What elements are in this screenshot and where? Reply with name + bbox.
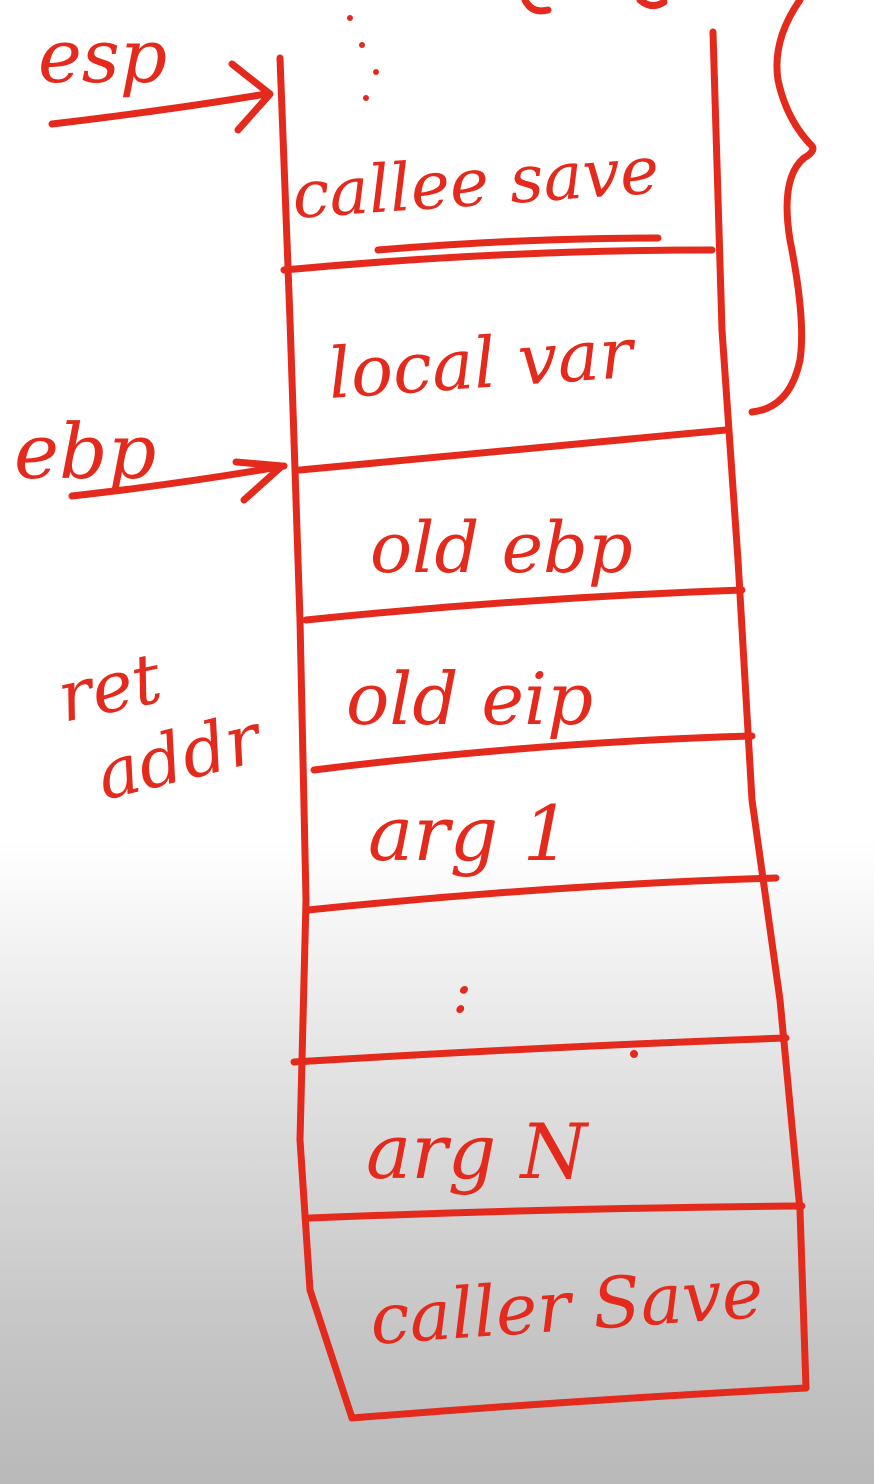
cell-arg-n: arg N <box>366 1107 589 1196</box>
cell-arg-1: arg 1 <box>368 789 571 878</box>
divider-3 <box>302 586 746 624</box>
divider-callee-underline <box>374 234 662 254</box>
stack-left-wall <box>276 54 356 1422</box>
stray-dot <box>630 1050 638 1058</box>
divider-7 <box>306 1202 806 1222</box>
ebp-arrow <box>68 458 288 504</box>
cell-old-eip: old eip <box>346 657 593 741</box>
frame-brace <box>748 0 817 416</box>
cell-callee-save: callee save <box>290 132 662 234</box>
ebp-label: ebp <box>14 407 156 496</box>
divider-6 <box>290 1034 790 1066</box>
divider-5 <box>304 874 780 914</box>
top-curve-fragment <box>521 0 668 15</box>
cell-ellipsis: : <box>452 957 472 1027</box>
stack-bottom-edge <box>348 1384 810 1422</box>
cell-old-ebp: old ebp <box>370 507 633 589</box>
stack-right-wall <box>709 28 810 1392</box>
divider-2 <box>296 426 730 474</box>
cell-local-var: local var <box>325 312 638 415</box>
top-ellipsis <box>347 15 379 101</box>
divider-1 <box>280 246 716 274</box>
esp-label: esp <box>38 14 167 100</box>
divider-4 <box>310 732 756 774</box>
cell-caller-save: caller Save <box>367 1252 765 1361</box>
esp-arrow <box>48 60 274 134</box>
